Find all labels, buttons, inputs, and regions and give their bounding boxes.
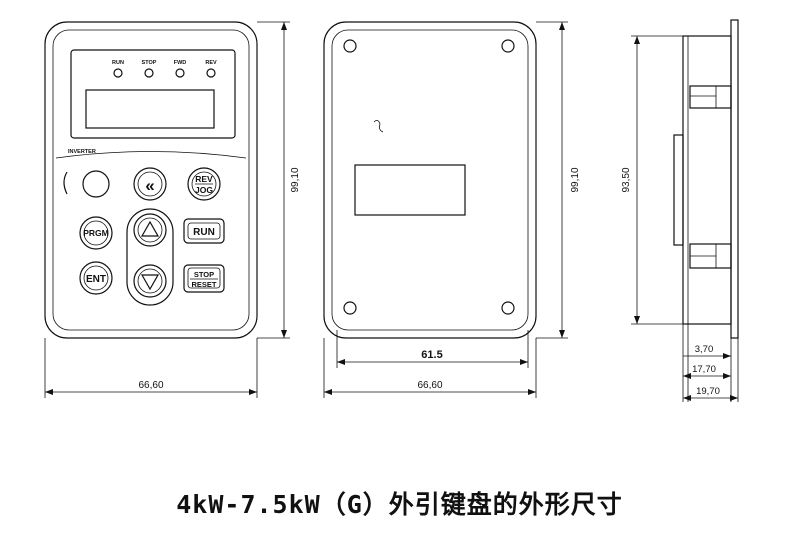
figure-caption: 4kW-7.5kW（G）外引键盘的外形尺寸 [176,490,623,519]
front-height-value: 99,10 [290,167,301,192]
down-button[interactable] [133,264,167,298]
side-body [682,35,732,325]
connector-cutout [354,164,466,216]
drawing: RUN STOP FWD REV INVERTER « REV JOG PRGM [44,19,739,402]
front-outer-frame [44,21,258,339]
led-label-rev: REV [205,60,217,66]
lcd-screen [85,89,215,129]
up-button[interactable] [133,213,167,247]
run-button[interactable] [183,218,225,244]
up-arrow-icon [140,220,160,237]
prgm-button-inner [83,220,109,246]
back-inner-width-dimension: 61.5 [336,330,529,368]
stop-reset-button-inner [187,267,221,289]
down-button-inner [137,268,163,294]
brand-label: INVERTER [68,149,96,155]
front-view: RUN STOP FWD REV INVERTER « REV JOG PRGM [44,21,301,398]
led-label-run: RUN [112,60,124,66]
display-window [70,49,236,139]
mount-hole-br [501,301,515,315]
down-arrow-icon [140,274,160,291]
shift-icon: « [145,176,154,195]
back-inner-width-value: 61.5 [421,349,442,361]
front-width-dimension: 66,60 [44,338,258,398]
front-width-value: 66,60 [138,380,163,391]
back-height-dimension: 99,10 [536,21,581,339]
led-rev [206,68,216,78]
mount-hole-tr [501,39,515,53]
up-button-inner [137,217,163,243]
mount-hole-tl [343,39,357,53]
reset-label: RESET [191,280,216,289]
stop-reset-button[interactable] [183,264,225,293]
prgm-label: PRGM [83,228,109,238]
back-height-value: 99,10 [570,167,581,192]
up-down-capsule [126,208,174,306]
side-height-value: 93,50 [621,167,632,192]
led-label-fwd: FWD [174,60,187,66]
prgm-button[interactable] [79,216,113,250]
back-width-dimension: 66,60 [323,338,537,398]
side-dim-17-70-value: 17,70 [692,364,716,375]
run-label: RUN [193,227,215,238]
side-panel-face [730,19,739,339]
side-dim-17-70: 17,70 [683,364,731,379]
side-view: 93,50 3,70 17,70 19,70 [621,19,739,402]
run-button-inner [187,222,221,240]
led-run [113,68,123,78]
back-width-value: 66,60 [417,380,442,391]
rev-jog-button[interactable] [187,167,221,201]
back-mark [373,120,384,133]
front-inner-frame [52,29,250,331]
side-dim-3-70: 3,70 [683,344,731,359]
led-fwd [175,68,185,78]
led-label-stop: STOP [142,60,157,66]
ent-label: ENT [86,274,106,285]
potentiometer-arc [63,171,68,195]
front-height-dimension: 99,10 [257,21,301,339]
side-dim-3-70-value: 3,70 [695,344,714,355]
shift-button[interactable] [133,167,167,201]
back-view: 99,10 61.5 66,60 [323,21,581,398]
side-connector [673,134,684,246]
side-height-dimension: 93,50 [621,35,683,325]
shift-button-inner [137,171,163,197]
side-dim-19-70: 19,70 [683,386,738,401]
mount-hole-bl [343,301,357,315]
back-inner-frame [331,29,529,331]
rev-label: REV [195,174,213,184]
keypad-divider [55,151,247,159]
jog-label: JOG [195,185,213,195]
ent-button-inner [83,265,109,291]
side-dim-19-70-value: 19,70 [696,386,720,397]
potentiometer-knob[interactable] [82,170,110,198]
ent-button[interactable] [79,261,113,295]
led-stop [144,68,154,78]
stop-label: STOP [194,270,214,279]
rev-jog-button-inner [191,171,217,197]
upper-clip [689,85,732,109]
back-outer-frame [323,21,537,339]
